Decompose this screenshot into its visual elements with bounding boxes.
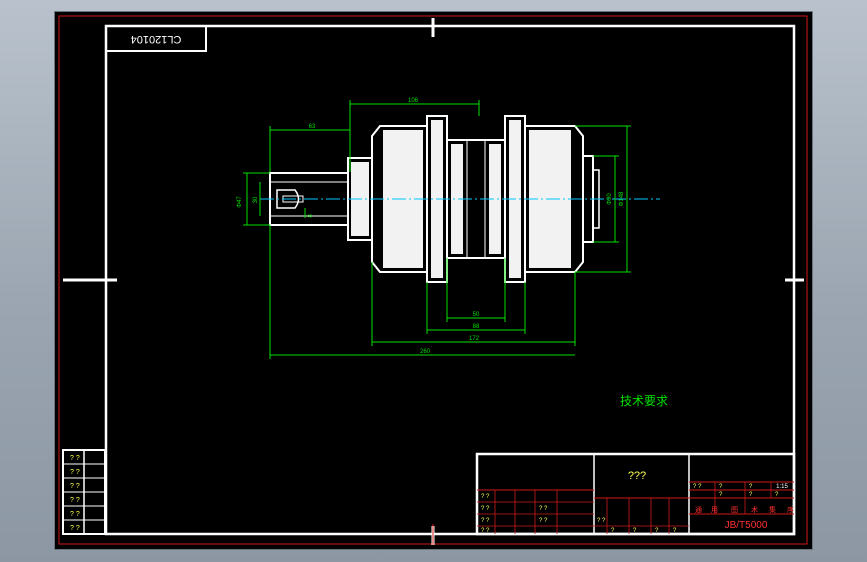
svg-text:? ?: ? ?	[481, 528, 490, 534]
svg-text:?: ?	[655, 528, 659, 534]
svg-text:? ?: ? ?	[70, 455, 80, 462]
svg-text:?: ?	[611, 528, 615, 534]
dim-inner-gap: 50	[473, 312, 480, 318]
roller-part	[260, 115, 660, 283]
svg-text:序: 序	[787, 505, 794, 514]
svg-text:? ?: ? ?	[70, 497, 80, 504]
svg-text:? ?: ? ?	[539, 506, 548, 512]
svg-text:?: ?	[719, 484, 723, 490]
dim-body-length: 172	[469, 336, 480, 342]
svg-text:? ?: ? ?	[481, 494, 490, 500]
svg-text:术: 术	[751, 505, 758, 514]
dim-shaft-length: 63	[309, 124, 316, 130]
svg-text:? ?: ? ?	[481, 506, 490, 512]
dim-overall-length: 260	[420, 349, 431, 355]
svg-text:? ?: ? ?	[70, 525, 80, 532]
tech-requirements-title: 技术要求	[620, 394, 668, 408]
title-block: ??? 1:15 JB/T5000 ? ? ? ? ? ? ? ? ? ? ? …	[475, 452, 796, 536]
side-revision-table: ? ? ? ? ? ? ? ? ? ? ? ?	[62, 449, 106, 535]
svg-text:? ?: ? ?	[693, 484, 702, 490]
drawing-frame	[104, 24, 796, 536]
dim-top-length: 106	[408, 98, 419, 104]
svg-text:?: ?	[775, 492, 779, 498]
svg-text:?: ?	[749, 484, 753, 490]
dim-bore: 30	[253, 196, 259, 203]
svg-text:? ?: ? ?	[539, 518, 548, 524]
sheet-border	[58, 15, 808, 545]
svg-text:? ?: ? ?	[70, 483, 80, 490]
dimensions: 106 63 Φ47 30 8 Φ90 Φ148 50 88	[237, 98, 631, 359]
drawing-number: CL120104	[131, 33, 182, 45]
svg-text:?: ?	[633, 528, 637, 534]
svg-text:? ?: ? ?	[70, 469, 80, 476]
drawing-number-box: CL120104	[105, 25, 207, 52]
svg-text:用: 用	[711, 506, 718, 514]
centering-marks	[63, 18, 804, 545]
dim-flange-diameter: Φ90	[607, 193, 613, 205]
drawing-canvas: CL120104 ? ? ? ? ? ? ? ? ? ? ? ?	[58, 15, 808, 545]
svg-text:图: 图	[731, 506, 738, 514]
svg-text:?: ?	[749, 492, 753, 498]
dim-large-diameter: Φ148	[619, 191, 625, 206]
svg-text:?: ?	[673, 528, 677, 534]
keyway	[276, 189, 300, 209]
dim-shaft-diameter: Φ47	[237, 196, 243, 208]
dim-outer-gap: 88	[473, 324, 480, 330]
part-name: ???	[628, 470, 646, 482]
standard-code: JB/T5000	[725, 520, 768, 531]
svg-text:集: 集	[769, 505, 776, 514]
svg-text:通: 通	[695, 505, 702, 514]
svg-text:? ?: ? ?	[597, 518, 606, 524]
svg-text:? ?: ? ?	[481, 518, 490, 524]
cad-viewport[interactable]: CL120104 ? ? ? ? ? ? ? ? ? ? ? ?	[55, 12, 812, 549]
dim-keyway: 8	[308, 214, 314, 218]
svg-text:?: ?	[719, 492, 723, 498]
scale-value: 1:15	[776, 484, 788, 490]
svg-text:? ?: ? ?	[70, 511, 80, 518]
